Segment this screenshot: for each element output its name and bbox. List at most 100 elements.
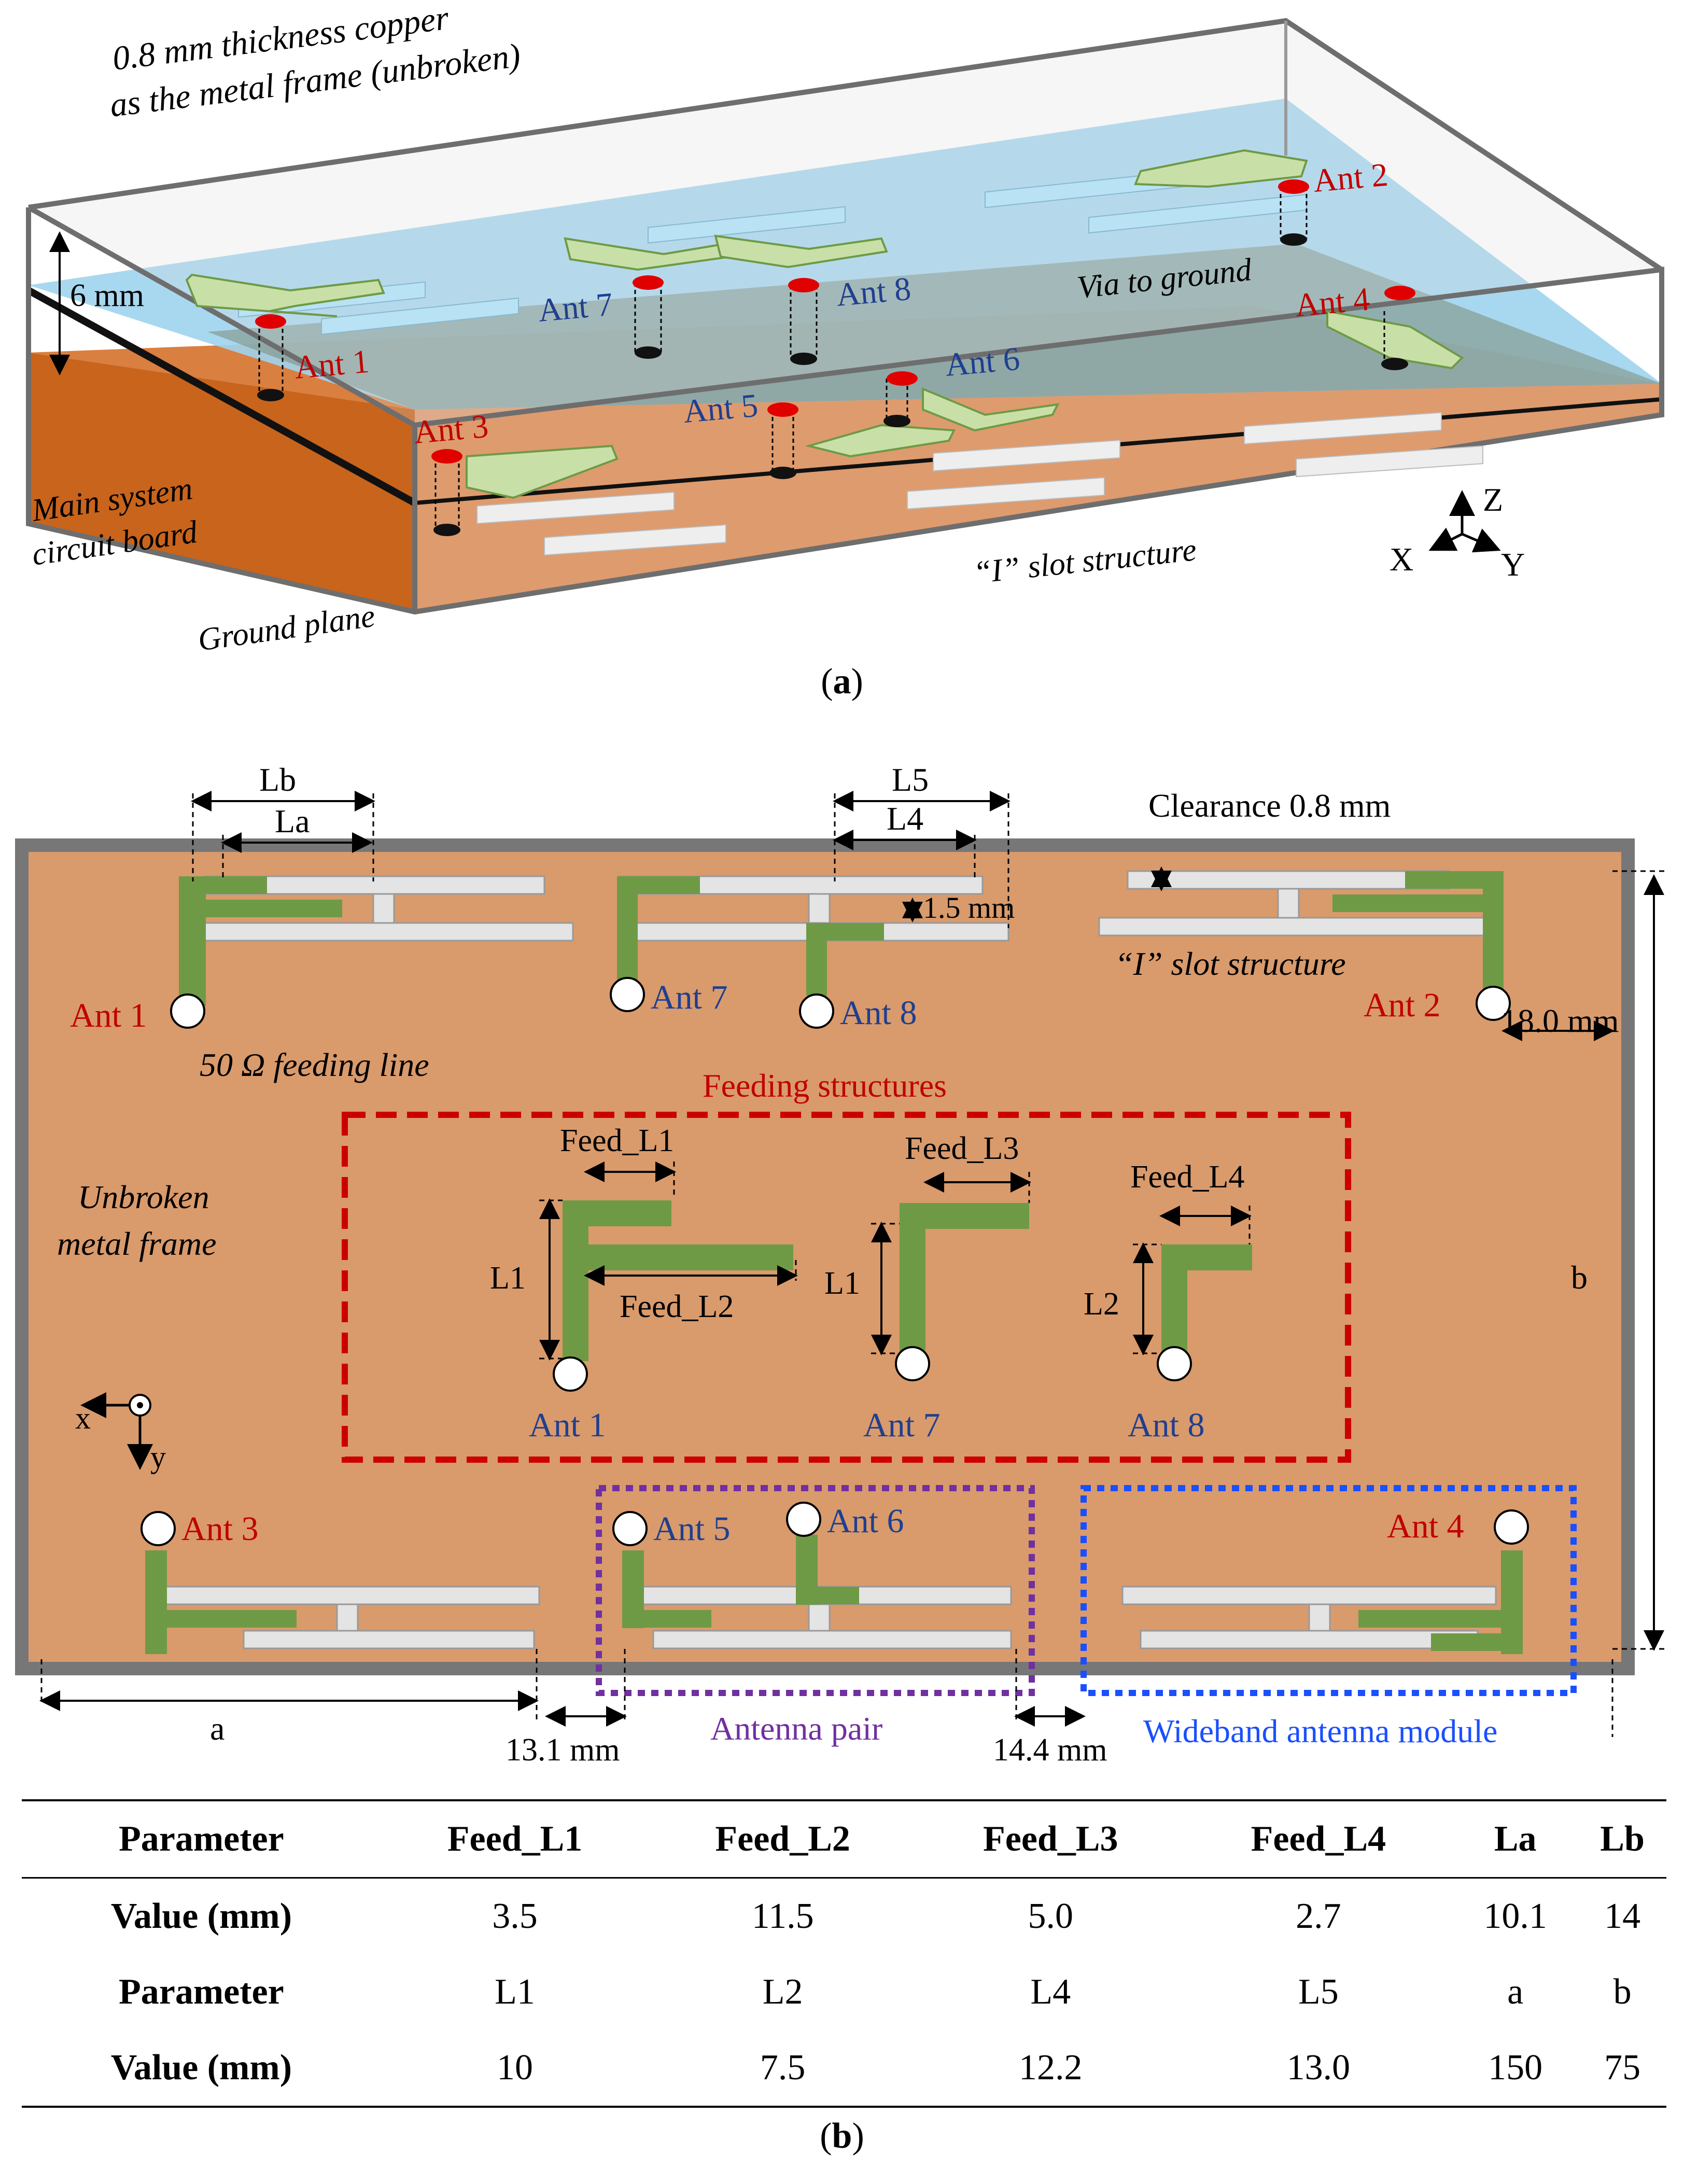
ant8-feed-detail-label: Ant 8	[1128, 1406, 1205, 1444]
part-a-3d-view: 0.8 mm thickness copper as the metal fra…	[26, 0, 1664, 658]
gap1-label: 13.1 mm	[506, 1732, 620, 1768]
l4-label: L4	[887, 800, 923, 837]
table-cell: 10.1	[1483, 1896, 1547, 1936]
table-cell: L4	[1030, 1972, 1071, 2012]
extension-lines	[40, 793, 1664, 1737]
table-cell: Parameter	[119, 1972, 284, 2012]
dim-a-label: a	[210, 1710, 224, 1747]
table-cell: 3.5	[492, 1896, 538, 1936]
table-cell: 75	[1578, 2030, 1666, 2108]
ant7-feed-detail-label: Ant 7	[863, 1406, 941, 1444]
sources	[141, 977, 1529, 1546]
ant4-label-3d: Ant 4	[1294, 281, 1371, 324]
ant2-label-3d: Ant 2	[1312, 156, 1390, 199]
table-cell: 12.2	[916, 2030, 1185, 2108]
gap2-label: 14.4 mm	[993, 1732, 1107, 1768]
ant8-label-2d: Ant 8	[840, 994, 917, 1032]
axis-z-dot	[137, 1402, 143, 1408]
feed-l2-label: Feed_L2	[620, 1289, 734, 1324]
ant6-label-2d: Ant 6	[827, 1502, 904, 1540]
ant4-label-2d: Ant 4	[1387, 1507, 1464, 1545]
frame-label-line1: Unbroken	[78, 1179, 209, 1215]
table-cell: Value (mm)	[110, 1896, 292, 1936]
table-cell: L5	[1298, 1972, 1339, 2012]
wideband-module-box	[1080, 1485, 1577, 1696]
feed-points-3d	[255, 179, 1415, 464]
axis-z-label: Z	[1483, 481, 1503, 518]
table-cell: 2.7	[1296, 1896, 1341, 1936]
bottom-feed-traces	[145, 1535, 1523, 1654]
clearance-label: Clearance 0.8 mm	[1148, 787, 1391, 824]
axis-x-2d-label: x	[75, 1401, 91, 1435]
ground-plane-front	[29, 353, 415, 612]
table-cell: b	[1613, 1972, 1632, 2012]
table-cell: Feed_L4	[1184, 1799, 1453, 1879]
l1-label-ant7: L1	[824, 1266, 860, 1301]
vias-3d	[258, 187, 1385, 529]
table-cell: L2	[762, 1972, 803, 2012]
ant3-label-2d: Ant 3	[181, 1510, 259, 1548]
ant1-feed-detail-label: Ant 1	[529, 1406, 606, 1444]
side-dim-label: 18.0 mm	[1501, 1002, 1619, 1039]
feed-l1-label: Feed_L1	[560, 1123, 674, 1158]
ant1-label-2d: Ant 1	[70, 997, 147, 1034]
ground-label: Ground plane	[195, 598, 377, 658]
table-cell: Feed_L3	[916, 1799, 1185, 1879]
table-row: Value (mm) 10 7.5 12.2 13.0 150 75	[22, 2030, 1666, 2108]
table-row: Value (mm) 3.5 11.5 5.0 2.7 10.1 14	[22, 1878, 1666, 1955]
table-cell: Lb	[1578, 1799, 1666, 1879]
caption-b: (b)	[820, 2116, 864, 2156]
ant7-label-2d: Ant 7	[651, 978, 728, 1016]
lb-label: Lb	[259, 761, 296, 798]
axis-triad	[1428, 490, 1501, 553]
l2-label-ant8: L2	[1084, 1286, 1119, 1322]
axis-x-label: X	[1390, 541, 1413, 578]
feed-l4-label: Feed_L4	[1130, 1159, 1244, 1195]
ant8-label-3d: Ant 8	[835, 270, 913, 313]
ant5-label-3d: Ant 5	[682, 387, 760, 430]
feeding-detail-traces	[563, 1200, 1252, 1361]
ant2-label-2d: Ant 2	[1364, 986, 1441, 1024]
la-label: La	[275, 803, 310, 839]
axis-y-label: Y	[1501, 546, 1525, 583]
table-cell: 11.5	[751, 1896, 814, 1936]
table-cell: L1	[495, 1972, 535, 2012]
table-cell: a	[1507, 1972, 1524, 2012]
table-cell: 14	[1604, 1896, 1641, 1936]
feed-l3-label: Feed_L3	[905, 1131, 1019, 1166]
gap-label: 1.5 mm	[923, 891, 1015, 925]
ant1-label-3d: Ant 1	[293, 343, 371, 386]
board-edge-line	[26, 287, 417, 507]
table-cell: La	[1452, 1799, 1579, 1879]
table-row: Parameter L1 L2 L4 L5 a b	[22, 1954, 1666, 2030]
dimension-lines	[39, 791, 1664, 1727]
table-cell: Feed_L2	[649, 1799, 917, 1879]
antenna-pair-label: Antenna pair	[710, 1710, 882, 1747]
ant3-label-3d: Ant 3	[412, 408, 490, 451]
slot-label-3d: “I” slot structure	[972, 532, 1198, 591]
l1-label-ant1: L1	[490, 1261, 526, 1296]
front-slot-strips	[476, 412, 1483, 556]
slot-label-2d: “I” slot structure	[1115, 945, 1346, 982]
thickness-label: 6 mm	[70, 278, 144, 313]
module-label: Wideband antenna module	[1143, 1713, 1497, 1749]
frame-label-line2: metal frame	[57, 1225, 217, 1262]
caption-a: (a)	[821, 662, 863, 702]
ant7-label-3d: Ant 7	[537, 286, 614, 329]
via-bottoms	[257, 233, 1408, 536]
parameter-table: Parameter Feed_L1 Feed_L2 Feed_L3 Feed_L…	[22, 1799, 1666, 2108]
table-cell: 7.5	[649, 2030, 917, 2108]
part-b-top-view: Lb La L5 L4 Clearance 0.8 mm 1.5 mm “I” …	[15, 761, 1664, 1768]
table-row: Parameter Feed_L1 Feed_L2 Feed_L3 Feed_L…	[22, 1799, 1666, 1879]
table-cell: Value (mm)	[22, 2030, 381, 2108]
feeding-line-label: 50 Ω feeding line	[200, 1046, 429, 1083]
top-feed-traces	[179, 871, 1504, 1006]
table-cell: Feed_L1	[381, 1799, 649, 1879]
antenna-pair-box	[596, 1485, 1035, 1696]
table-cell: 150	[1452, 2030, 1579, 2108]
ant6-label-3d: Ant 6	[944, 340, 1021, 383]
feeding-structures-label: Feeding structures	[703, 1067, 947, 1104]
dim-b-label: b	[1571, 1259, 1588, 1296]
